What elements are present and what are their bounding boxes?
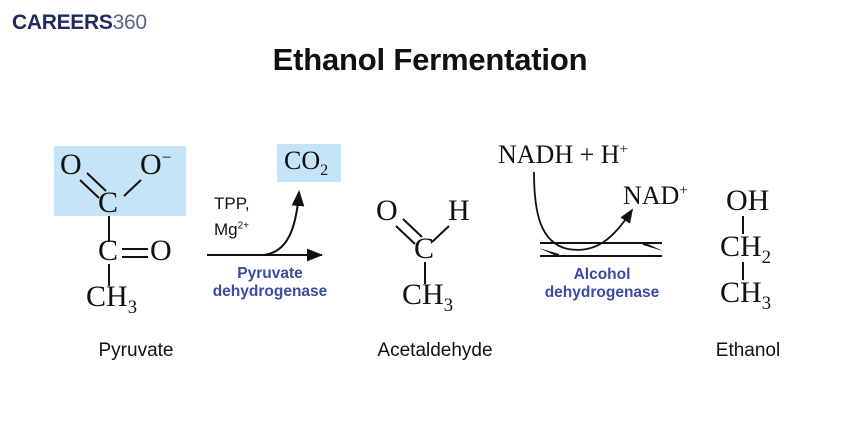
acetaldehyde-c-ch3-bond: [424, 262, 426, 284]
acetaldehyde-methyl-symbol: CH: [402, 278, 444, 311]
ethanol-hydroxyl-atom: OH: [726, 184, 770, 217]
acetaldehyde-methyl-subscript: 3: [443, 295, 453, 316]
reaction2-nad-symbol: NAD: [623, 181, 680, 210]
ethanol-oh-ch2-bond: [742, 216, 744, 234]
pyruvate-o-minus-atom: O−: [140, 147, 172, 181]
page-title: Ethanol Fermentation: [272, 42, 588, 77]
molecule-name-pyruvate: Pyruvate: [98, 340, 174, 361]
acetaldehyde-c-h-bond: [431, 225, 450, 243]
pyruvate-methyl-symbol: CH: [86, 280, 128, 313]
pyruvate-c-ch3-bond: [108, 264, 110, 286]
molecule-name-acetaldehyde: Acetaldehyde: [377, 340, 493, 361]
pyruvate-carboxyl-highlight: [54, 146, 186, 216]
enzyme-alcohol-dehydrogenase: Alcohol dehydrogenase: [526, 266, 678, 302]
pyruvate-o-double-atom: O: [60, 148, 82, 181]
pyruvate-c-c-bond: [108, 216, 110, 242]
pyruvate-keto-double-bond-line2: [122, 256, 148, 258]
enzyme-alcohol-dehydrogenase-line1: Alcohol: [573, 266, 631, 283]
co2-symbol: CO: [284, 146, 321, 175]
pyruvate-keto-oxygen-atom: O: [150, 234, 172, 267]
pyruvate-methyl-atom: CH3: [86, 280, 137, 317]
reaction2-nadh-label: NADH + H+: [498, 142, 628, 168]
enzyme-pyruvate-dehydrogenase: Pyruvate dehydrogenase: [196, 265, 344, 301]
reaction1-cofactor-mg: Mg2+: [214, 219, 249, 240]
co2-highlight-box: [277, 144, 341, 182]
pyruvate-keto-double-bond-line1: [122, 248, 148, 250]
logo-secondary-text: 360: [112, 11, 147, 34]
reaction2-nadh-charge: +: [619, 141, 629, 158]
logo-primary-text: CAREERS: [12, 11, 113, 34]
careers360-logo: CAREERS360: [12, 12, 147, 33]
enzyme-alcohol-dehydrogenase-line2: dehydrogenase: [544, 283, 660, 301]
pyruvate-o-minus-charge: −: [161, 147, 172, 167]
reaction1-cofactor-tpp: TPP,: [214, 194, 250, 213]
reaction2-nadh-to-nad-curved-arrow: [533, 171, 633, 251]
reaction1-cofactor-mg-charge: 2+: [237, 220, 249, 232]
acetaldehyde-carbonyl-carbon-atom: C: [414, 232, 435, 265]
pyruvate-methyl-subscript: 3: [127, 297, 137, 318]
co2-subscript: 2: [320, 162, 329, 180]
reaction2-nadh-symbol: NADH + H: [498, 140, 620, 169]
pyruvate-carboxyl-carbon-atom: C: [98, 186, 119, 219]
molecule-name-ethanol: Ethanol: [715, 340, 781, 361]
acetaldehyde-methyl-atom: CH3: [402, 278, 453, 315]
ethanol-methyl-symbol: CH: [720, 276, 762, 309]
ethanol-methylene-symbol: CH: [720, 230, 762, 263]
ethanol-methylene-atom: CH2: [720, 230, 771, 267]
reaction1-cofactor-mg-symbol: Mg: [214, 220, 238, 239]
acetaldehyde-hydrogen-atom: H: [448, 194, 470, 227]
pyruvate-o-minus-symbol: O: [140, 148, 162, 181]
co2-label: CO2: [284, 146, 328, 179]
pyruvate-keto-carbon-atom: C: [98, 234, 119, 267]
acetaldehyde-oxygen-atom: O: [376, 194, 398, 227]
enzyme-pyruvate-dehydrogenase-line1: Pyruvate: [237, 265, 303, 282]
ethanol-methylene-subscript: 2: [761, 247, 771, 268]
ethanol-ch2-ch3-bond: [742, 262, 744, 280]
enzyme-pyruvate-dehydrogenase-line2: dehydrogenase: [212, 282, 328, 300]
reaction2-nad-charge: +: [679, 182, 688, 199]
acetaldehyde-c-o-double-line1: [395, 225, 416, 245]
reaction2-nad-label: NAD+: [623, 183, 688, 209]
ethanol-methyl-subscript: 3: [761, 293, 771, 314]
ethanol-methyl-atom: CH3: [720, 276, 771, 313]
reaction1-co2-release-arrow: [263, 190, 305, 256]
